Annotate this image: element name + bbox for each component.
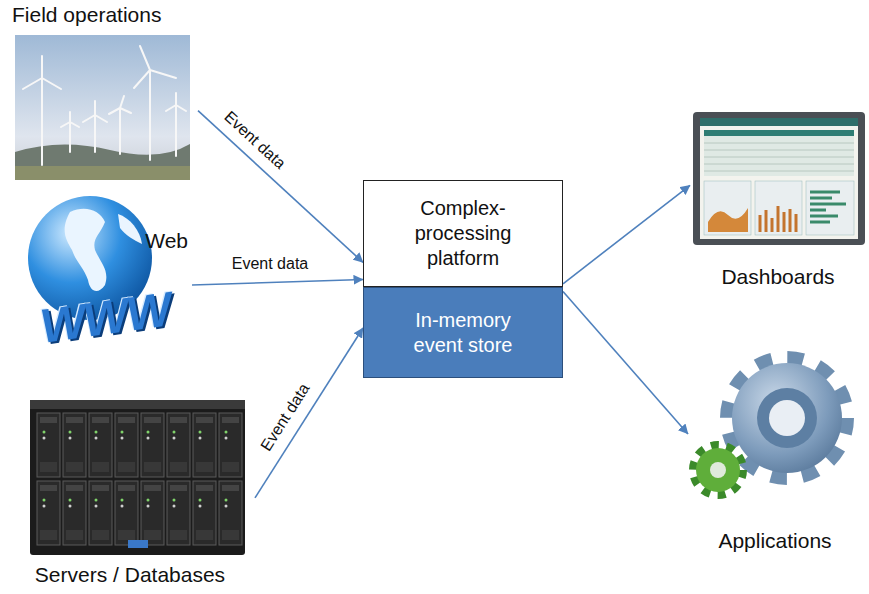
arrow-connector [192, 280, 363, 285]
arrow-connector [563, 292, 688, 434]
image-caption-node: Applications [688, 330, 862, 556]
rows [704, 143, 854, 171]
node-text: Applications [718, 528, 831, 553]
gear-ring [757, 388, 817, 448]
turbine [109, 96, 131, 154]
image-caption-node: Field operations [8, 2, 198, 180]
turbine [134, 46, 176, 160]
node-text: In-memory event store [403, 308, 523, 358]
gears-icon [693, 358, 847, 495]
rack-top [30, 400, 245, 409]
rack [30, 400, 245, 555]
wind-farm-photo [15, 35, 190, 180]
node-text: Complex- processing platform [403, 196, 523, 271]
arrow-connector [255, 328, 363, 498]
process-box: Complex- processing platform [363, 180, 563, 287]
table [704, 130, 854, 176]
blades [36, 412, 244, 548]
header [700, 118, 858, 126]
screen [700, 118, 858, 239]
turbine [61, 112, 79, 152]
frame [693, 112, 865, 245]
edge-label-holder: Event data [255, 378, 315, 456]
panel [704, 181, 751, 235]
edge-label-holder: Event data [230, 254, 311, 273]
area-chart [708, 208, 748, 232]
image-caption-node: Dashboards [690, 108, 866, 292]
node-text: Field operations [12, 2, 161, 27]
turbine [166, 93, 186, 156]
turbine [23, 56, 61, 165]
server-rack [30, 400, 245, 555]
turbines [23, 46, 186, 165]
gear [696, 448, 740, 492]
node-text: Web [145, 228, 188, 253]
ground [15, 166, 190, 180]
turbine [83, 101, 107, 152]
node-text: Dashboards [721, 264, 834, 289]
edge-label-holder: Event data [219, 106, 291, 175]
panel [755, 181, 802, 235]
continent [65, 209, 107, 291]
logo-text: WWW [35, 280, 176, 356]
store-box: In-memory event store [363, 287, 563, 378]
dashboard-screen [693, 112, 865, 245]
node-text: Servers / Databases [35, 562, 225, 587]
bar-chart [760, 206, 796, 232]
arrow-connector [563, 185, 690, 284]
arrow-connector [198, 111, 363, 263]
sky [15, 35, 190, 180]
continent [118, 214, 142, 244]
edge-label: Event data [230, 254, 311, 273]
edge-label: Event data [219, 106, 291, 175]
gear-hole [769, 400, 805, 436]
label-holder: WWW [35, 280, 176, 356]
hbar-chart [810, 192, 846, 222]
image-caption-node: Servers / Databases [5, 398, 255, 590]
gear-teeth [693, 445, 743, 495]
gear [732, 363, 842, 473]
edge-label: Event data [255, 378, 315, 456]
table-head [704, 130, 854, 136]
panel [806, 181, 854, 235]
display [128, 540, 148, 548]
gear-hole [710, 462, 726, 478]
